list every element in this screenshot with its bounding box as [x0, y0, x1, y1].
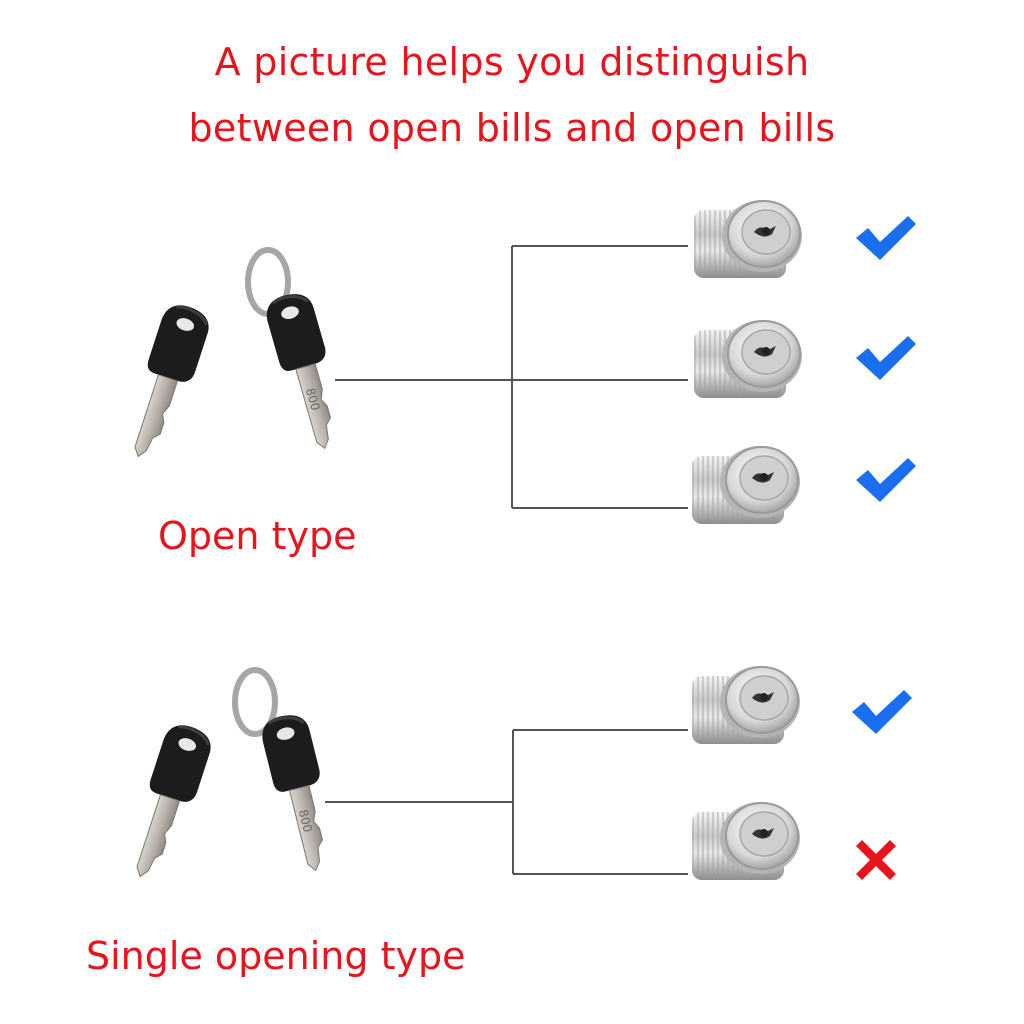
title-line-1: A picture helps you distinguish	[214, 40, 810, 84]
group-2-connectors	[325, 729, 688, 875]
key-single-type-b: 800	[256, 708, 345, 877]
cross-icon	[856, 840, 896, 880]
key-open-type-b: 800	[260, 287, 354, 456]
label-single-opening-type: Single opening type	[86, 934, 466, 978]
key-stamp: 800	[303, 386, 323, 412]
lock-cylinder	[691, 445, 801, 525]
check-icon	[856, 458, 916, 502]
lock-cylinder	[693, 319, 803, 399]
title-line-2: between open bills and open bills	[188, 106, 836, 150]
check-icon	[852, 690, 912, 734]
group-1-connectors	[335, 245, 688, 509]
key-ring-2	[232, 667, 278, 737]
label-open-type: Open type	[158, 514, 357, 558]
key-single-type-a	[119, 718, 218, 887]
lock-cylinder	[691, 665, 801, 745]
key-open-type-a	[117, 298, 216, 467]
lock-cylinder	[691, 801, 801, 881]
lock-cylinder	[693, 199, 803, 279]
check-icon	[856, 336, 916, 380]
check-icon	[856, 216, 916, 260]
key-stamp: 800	[296, 808, 315, 834]
